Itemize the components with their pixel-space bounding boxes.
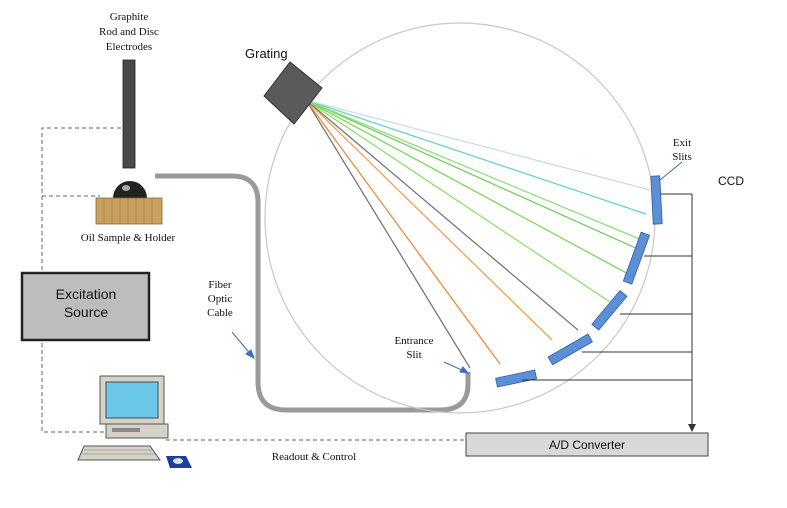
spectral-ray	[305, 99, 579, 331]
spectral-ray	[305, 99, 633, 277]
adc-label: A/D Converter	[549, 438, 625, 452]
spectral-ray	[305, 99, 643, 241]
spectral-ray	[305, 99, 651, 191]
fiber-optic-cable	[155, 173, 471, 413]
spectral-ray	[305, 99, 647, 215]
entrance-label-line2: Slit	[406, 349, 421, 361]
excitation-label-line2: Source	[64, 304, 109, 320]
ccd-detector	[495, 175, 663, 388]
ad-converter-box	[465, 432, 709, 457]
fiber-label-line2: Optic	[208, 293, 233, 305]
ccd-label: CCD	[718, 174, 744, 188]
electrodes-label-line2: Rod and Disc	[99, 26, 159, 38]
fiber-label-line3: Cable	[207, 307, 233, 319]
entrance-slit-pointer	[443, 361, 470, 374]
spectral-ray	[305, 99, 553, 341]
spectral-ray	[305, 99, 641, 251]
computer-icon	[77, 375, 192, 468]
sample-holder	[95, 197, 163, 225]
spectral-ray	[305, 99, 471, 369]
electrode-disc	[113, 181, 147, 198]
grating-label: Grating	[245, 46, 288, 61]
electrodes-label-line3: Electrodes	[106, 41, 152, 53]
excitation-label-line1: Excitation	[56, 286, 117, 302]
exit-label-line1: Exit	[673, 137, 691, 149]
sample-label: Oil Sample & Holder	[81, 232, 176, 244]
grating	[263, 61, 323, 125]
spectral-rays	[305, 99, 651, 369]
fiber-label-line1: Fiber	[208, 279, 232, 291]
spectral-ray	[305, 99, 501, 365]
electrodes-label-line1: Graphite	[110, 11, 149, 23]
electrode-rod	[122, 59, 136, 169]
exit-label-line2: Slits	[672, 151, 692, 163]
fiber-cable-pointer	[231, 331, 255, 360]
ccd-output-lines	[522, 193, 693, 426]
exit-slit-pointer	[659, 161, 683, 181]
entrance-label-line1: Entrance	[394, 335, 433, 347]
arrow-to-adc	[688, 424, 696, 432]
excitation-source-box	[20, 271, 151, 342]
spectral-ray	[305, 99, 611, 303]
readout-label: Readout & Control	[272, 451, 356, 463]
rowland-circle	[264, 22, 656, 414]
